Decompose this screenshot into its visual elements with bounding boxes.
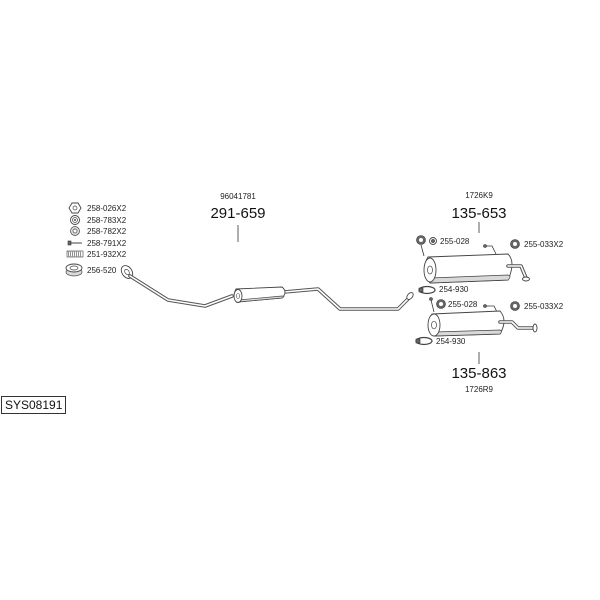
rubber-mount-icon bbox=[510, 301, 520, 311]
rear-top-silencer bbox=[423, 253, 530, 284]
rubber-hanger-icon bbox=[416, 235, 426, 245]
middle-silencer bbox=[233, 286, 286, 303]
spring-icon bbox=[66, 250, 84, 258]
hardware-label-1: 258-026X2 bbox=[87, 204, 127, 213]
rear-top-part-number: 135-653 bbox=[451, 205, 506, 222]
rear-bottom-silencer bbox=[427, 310, 538, 337]
rear-top-clamp-code: 254-930 bbox=[439, 285, 469, 294]
rear-bottom-part-number: 135-863 bbox=[451, 365, 506, 382]
middle-silencer-part-number: 291-659 bbox=[210, 205, 265, 222]
rear-top-oe-ref: 1726K9 bbox=[465, 191, 493, 200]
spring-washer-icon bbox=[70, 226, 80, 236]
rear-top-hanger bbox=[416, 235, 437, 257]
rear-bottom-hanger-code: 255-028 bbox=[448, 300, 478, 309]
rear-top-mount bbox=[483, 239, 520, 255]
rear-bottom-mount-code: 255-033X2 bbox=[524, 302, 564, 311]
rubber-hanger-icon bbox=[436, 299, 446, 309]
hardware-label-4: 258-791X2 bbox=[87, 239, 127, 248]
rear-bottom-clamp bbox=[415, 336, 433, 346]
rear-bottom-mount bbox=[483, 301, 520, 315]
gasket-ring-icon bbox=[65, 263, 83, 277]
hardware-label-2: 258-783X2 bbox=[87, 216, 127, 225]
hardware-label-6: 256-520 bbox=[87, 266, 117, 275]
middle-pipe-assembly bbox=[120, 265, 414, 311]
washer-icon bbox=[70, 215, 80, 225]
rubber-mount-icon bbox=[510, 239, 520, 249]
nut-icon bbox=[68, 202, 82, 214]
rear-top-mount-code: 255-033X2 bbox=[524, 240, 564, 249]
rear-top-hanger-code: 255-028 bbox=[440, 237, 470, 246]
clamp-icon bbox=[418, 285, 436, 295]
rear-bottom-clamp-code: 254-930 bbox=[436, 337, 466, 346]
rear-bottom-hanger bbox=[429, 297, 446, 313]
bolt-icon bbox=[67, 240, 82, 246]
hardware-label-3: 258-782X2 bbox=[87, 227, 127, 236]
system-code-label: SYS08191 bbox=[1, 396, 67, 414]
clamp-icon bbox=[415, 336, 433, 346]
hardware-label-5: 251-932X2 bbox=[87, 250, 127, 259]
hardware-legend: 258-026X2 258-783X2 258-782X2 258-791X2 … bbox=[65, 202, 127, 277]
rear-bottom-oe-ref: 1726R9 bbox=[465, 385, 494, 394]
rear-top-clamp bbox=[418, 285, 436, 295]
middle-silencer-oe-ref: 96041781 bbox=[220, 192, 256, 201]
